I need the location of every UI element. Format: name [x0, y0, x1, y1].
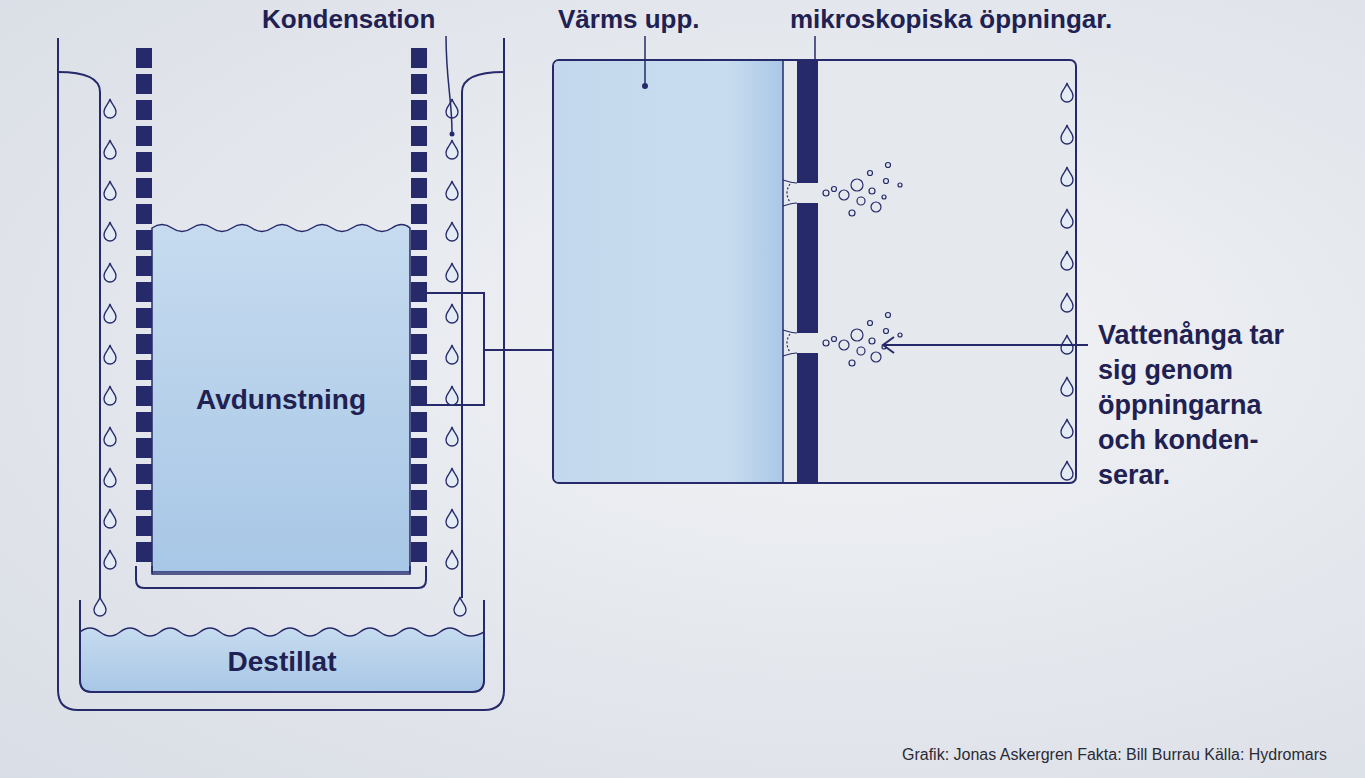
evaporation-vessel: Avdunstning: [152, 228, 410, 572]
part-name: Värms upp.: [558, 4, 700, 34]
leader-dot: [642, 83, 648, 89]
water-drop: [446, 550, 458, 569]
water-drop: [1061, 83, 1073, 102]
water-drop: [446, 222, 458, 241]
water-drop: [1061, 209, 1073, 228]
membrane-surface: [782, 61, 784, 482]
water-drop: [104, 181, 116, 200]
node-label: Avdunstning: [196, 384, 366, 416]
distillate-tray: Destillat: [80, 634, 484, 690]
vapour-bubble: [886, 313, 891, 318]
leader-line: [814, 36, 816, 86]
water-drop: [104, 386, 116, 405]
vapour-bubble: [839, 340, 849, 350]
water-drop: [1061, 293, 1073, 312]
vapour-bubble: [823, 340, 829, 346]
zoom-line: [484, 349, 553, 351]
water-drop: [94, 597, 106, 616]
vapour-bubble: [851, 329, 863, 341]
water-drop: [446, 345, 458, 364]
membrane-bar: [797, 353, 818, 482]
zoom-bracket: [412, 293, 484, 405]
vapour-bubble: [857, 197, 865, 205]
water-drop: [1061, 167, 1073, 186]
leader-line: [446, 36, 452, 132]
water-drop: [446, 386, 458, 405]
feed-water: [152, 225, 410, 573]
water-drop: [454, 597, 466, 616]
vapour-bubbles: [823, 163, 902, 367]
water-drop: [446, 427, 458, 446]
vapour-bubble: [839, 190, 849, 200]
part-name: Kondensation: [262, 4, 435, 34]
water-drop: [104, 140, 116, 159]
vapour-bubble: [882, 195, 886, 199]
vapour-bubble: [871, 202, 881, 212]
water-drop: [104, 345, 116, 364]
vapour-bubble: [868, 321, 873, 326]
node-label: Destillat: [228, 646, 337, 678]
water-drop: [104, 468, 116, 487]
water-drop: [446, 140, 458, 159]
vapour-bubble: [869, 188, 875, 194]
membrane-wall: [411, 48, 427, 566]
vapour-bubble: [851, 179, 863, 191]
water-drop: [104, 509, 116, 528]
membrane-bar: [797, 203, 818, 333]
vapour-bubble: [849, 360, 855, 366]
vapour-bubble: [884, 329, 889, 334]
water-drop: [446, 509, 458, 528]
water-drop: [1061, 125, 1073, 144]
water-drop: [104, 550, 116, 569]
leader-line: [644, 36, 646, 84]
distillate-water: [80, 628, 484, 692]
part-name: mikroskopiska öppningar.: [790, 4, 1112, 34]
vapour-bubble: [869, 338, 875, 344]
vapour-bubble: [898, 333, 902, 337]
pore-edge: [783, 180, 797, 356]
water-drop: [1061, 251, 1073, 270]
leader-arrow: [884, 344, 1088, 346]
vapour-bubble: [871, 352, 881, 362]
credits-caption: Grafik: Jonas Askergren Fakta: Bill Burr…: [902, 746, 1327, 764]
water-drop: [1061, 461, 1073, 480]
vapour-bubble: [832, 337, 837, 342]
vapour-bubble: [832, 187, 837, 192]
water-drop: [104, 99, 116, 118]
meniscus: [787, 184, 790, 352]
zoom-water: [554, 61, 783, 482]
vapour-bubble: [886, 163, 891, 168]
vapour-bubble: [849, 210, 855, 216]
water-drop: [104, 304, 116, 323]
vessel-bottom: [152, 566, 410, 574]
vapour-bubble: [898, 183, 902, 187]
vapour-bubble: [857, 347, 865, 355]
water-drop: [104, 222, 116, 241]
membrane-wall: [136, 48, 152, 566]
arrow-head: [883, 337, 894, 353]
water-drop: [104, 263, 116, 282]
condenser-wall: [58, 72, 100, 598]
distillate-tray: [80, 600, 484, 692]
vapour-bubble: [823, 190, 829, 196]
callout-note: Vattenånga tar sig genom öppningarna och…: [1098, 318, 1303, 493]
water-drop: [446, 263, 458, 282]
condensation-drops: [94, 83, 1073, 616]
water-drop: [446, 304, 458, 323]
vapour-bubble: [868, 171, 873, 176]
water-drop: [446, 181, 458, 200]
water-drop: [446, 468, 458, 487]
vapour-bubble: [884, 179, 889, 184]
water-drop: [104, 427, 116, 446]
zoom-panel: [553, 60, 1076, 483]
leader-dot: [450, 132, 455, 137]
water-drop: [1061, 419, 1073, 438]
housing-outline: [58, 38, 504, 710]
water-drop: [1061, 377, 1073, 396]
vessel-bottom: [136, 566, 426, 588]
